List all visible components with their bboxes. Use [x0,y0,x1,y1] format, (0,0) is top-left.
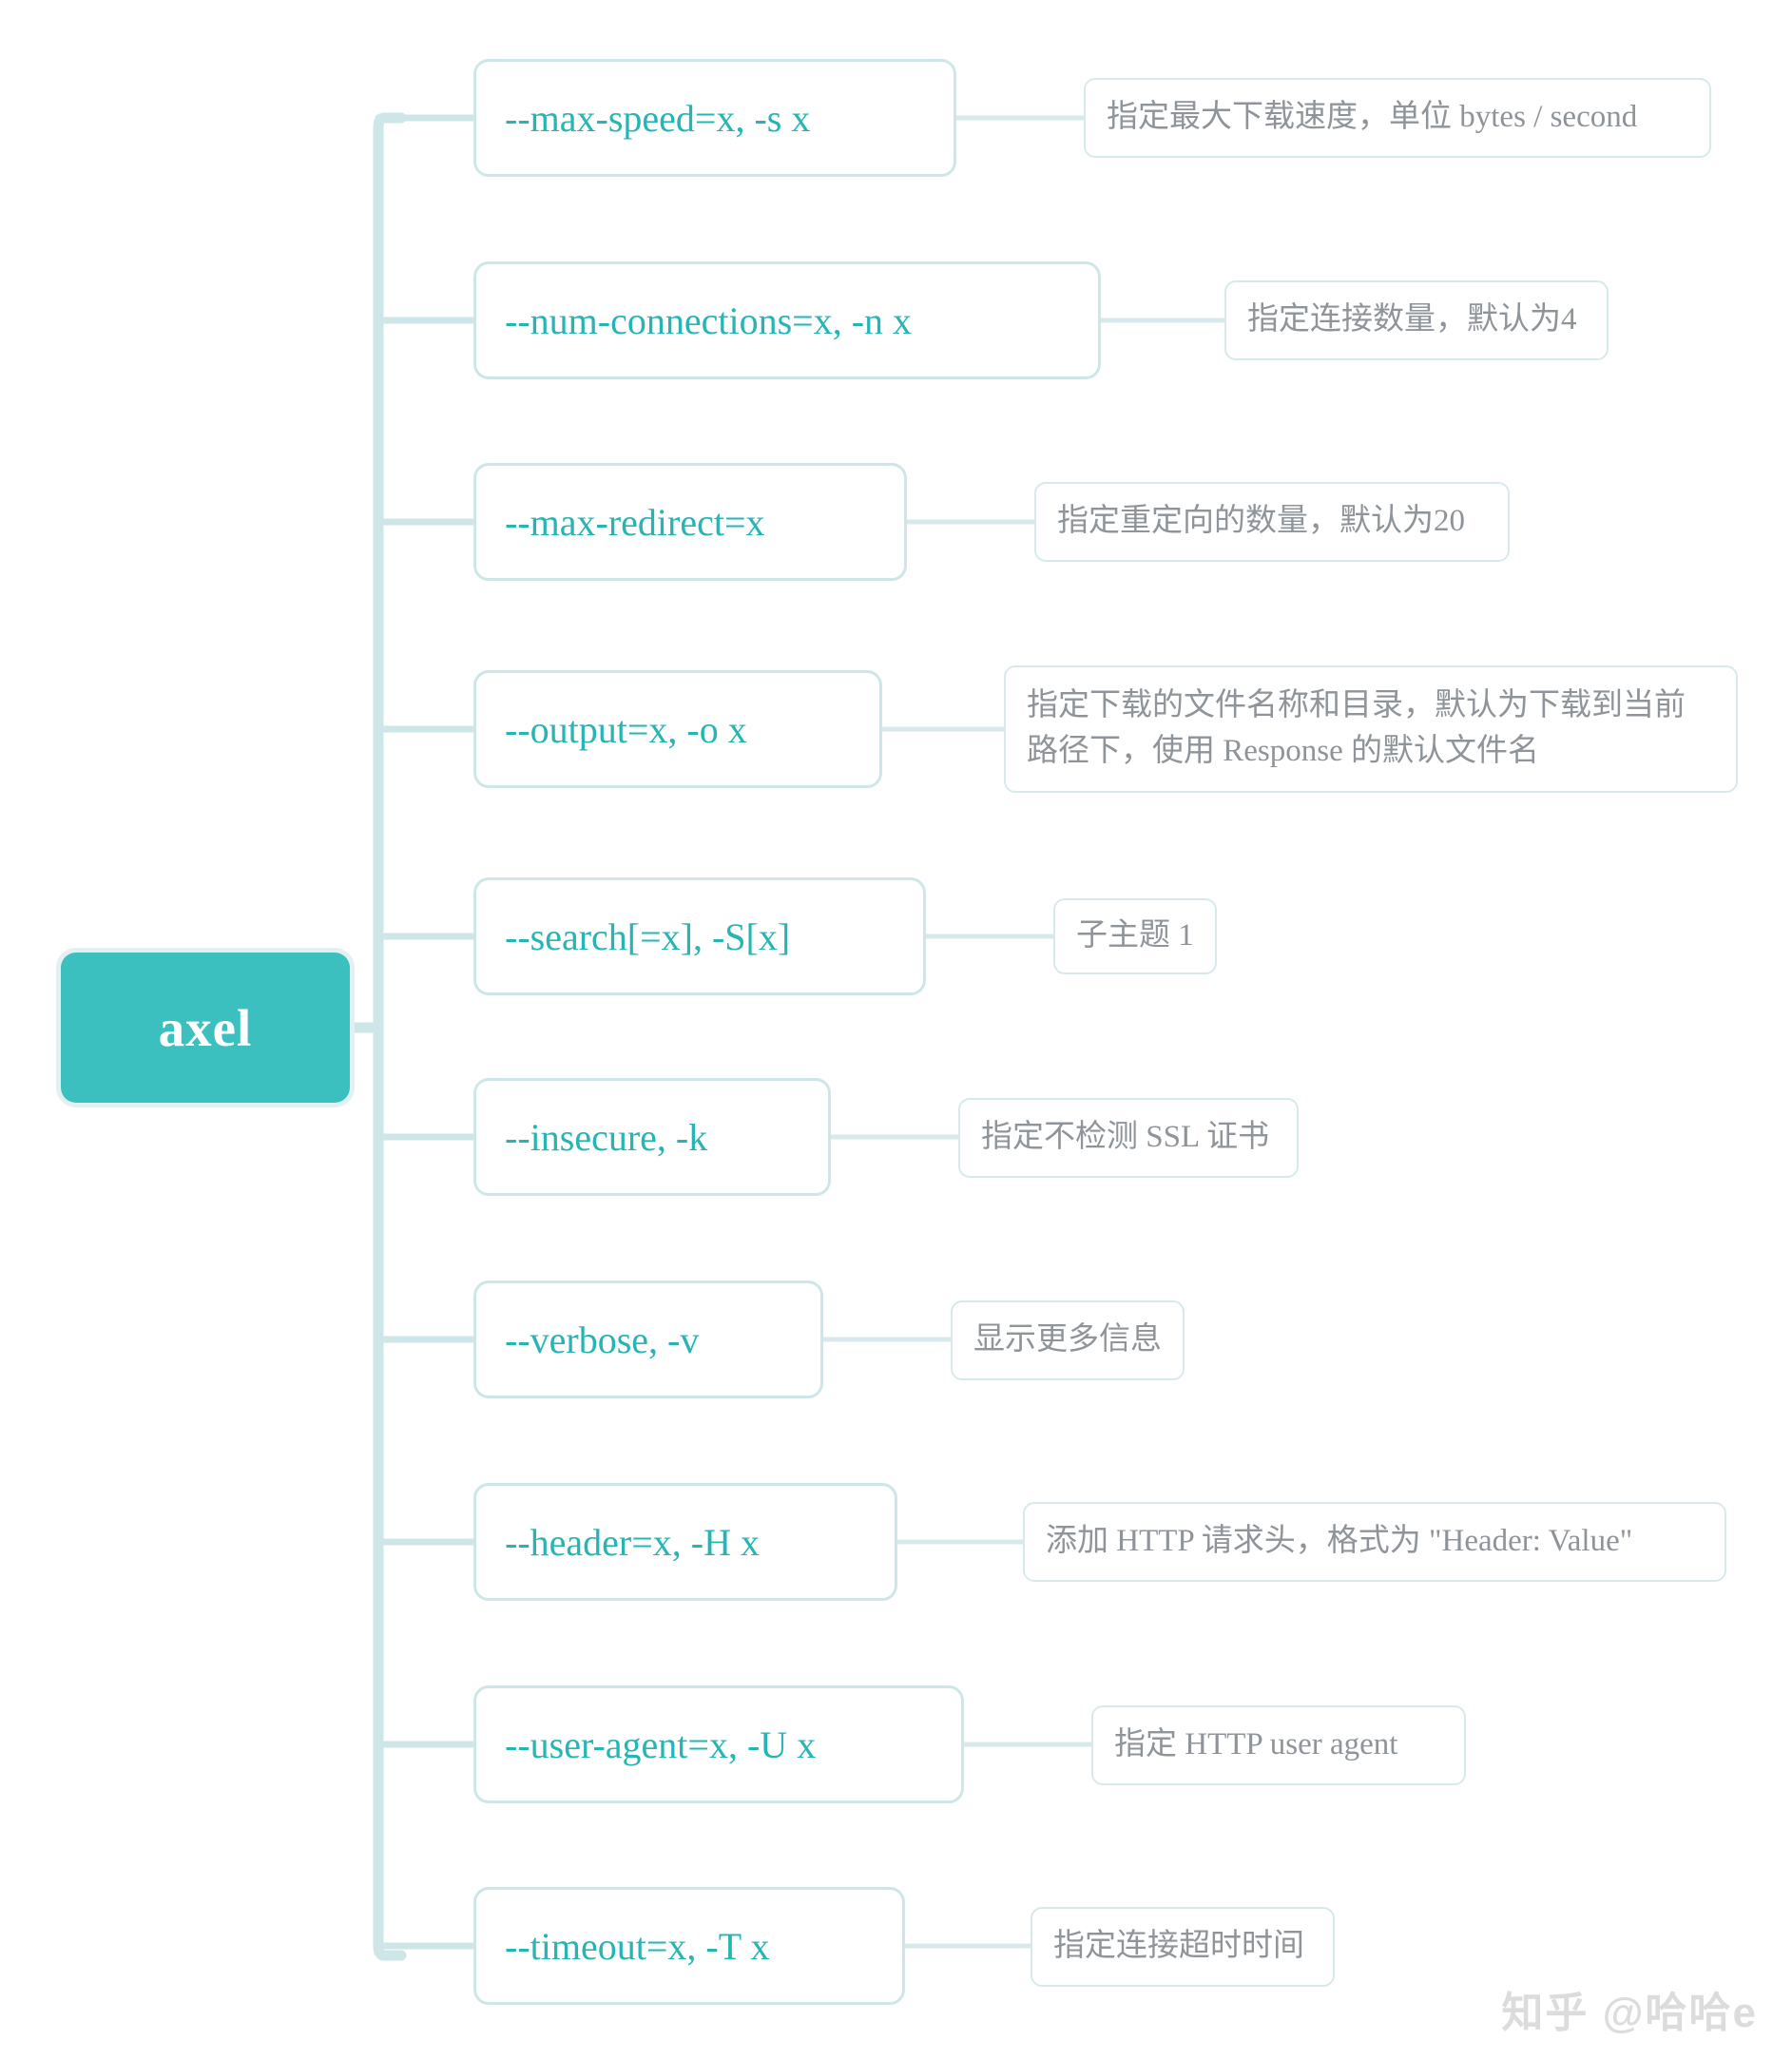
option-node-verbose[interactable]: --verbose, -v [473,1280,823,1398]
option-node-header[interactable]: --header=x, -H x [473,1483,897,1601]
option-node-label: --num-connections=x, -n x [505,298,913,342]
option-node-label: --output=x, -o x [505,707,747,751]
description-node-user-agent[interactable]: 指定 HTTP user agent [1091,1705,1466,1785]
option-node-insecure[interactable]: --insecure, -k [473,1078,831,1196]
option-node-label: --header=x, -H x [505,1520,760,1564]
option-node-timeout[interactable]: --timeout=x, -T x [473,1887,905,2005]
description-node-label: 添加 HTTP 请求头，格式为 "Header: Value" [1046,1524,1633,1559]
description-node-num-connections[interactable]: 指定连接数量，默认为4 [1224,280,1609,360]
description-node-max-redirect[interactable]: 指定重定向的数量，默认为20 [1034,482,1510,562]
description-node-label: 指定 HTTP user agent [1114,1727,1398,1762]
description-node-label: 指定连接超时时间 [1053,1929,1304,1964]
option-node-output[interactable]: --output=x, -o x [473,670,882,788]
description-node-verbose[interactable]: 显示更多信息 [951,1300,1185,1380]
description-node-label: 指定最大下载速度，单位 bytes / second [1107,100,1638,135]
option-node-num-connections[interactable]: --num-connections=x, -n x [473,261,1101,379]
description-node-output[interactable]: 指定下载的文件名称和目录，默认为下载到当前 路径下，使用 Response 的默… [1004,665,1738,793]
description-node-label: 子主题 1 [1076,918,1194,953]
description-node-timeout[interactable]: 指定连接超时时间 [1031,1907,1335,1987]
watermark: 知乎 @哈哈e [1501,1990,1758,2036]
option-node-label: --max-redirect=x [505,500,765,544]
option-node-label: --insecure, -k [505,1115,708,1159]
option-node-label: --user-agent=x, -U x [505,1723,817,1766]
description-node-label: 指定重定向的数量，默认为20 [1057,504,1465,539]
option-node-label: --search[=x], -S[x] [505,914,791,958]
root-node-axel[interactable]: axel [61,953,350,1103]
option-node-max-speed[interactable]: --max-speed=x, -s x [473,59,956,177]
description-node-search[interactable]: 子主题 1 [1053,898,1217,974]
description-node-label: 指定连接数量，默认为4 [1247,302,1577,337]
option-node-label: --max-speed=x, -s x [505,96,811,140]
description-node-label: 指定下载的文件名称和目录，默认为下载到当前 路径下，使用 Response 的默… [1027,688,1686,768]
description-node-label: 指定不检测 SSL 证书 [981,1120,1270,1155]
description-node-max-speed[interactable]: 指定最大下载速度，单位 bytes / second [1084,78,1711,158]
option-node-max-redirect[interactable]: --max-redirect=x [473,463,907,581]
option-node-label: --verbose, -v [505,1318,700,1361]
option-node-user-agent[interactable]: --user-agent=x, -U x [473,1685,964,1803]
option-node-search[interactable]: --search[=x], -S[x] [473,877,926,995]
trunk-line [373,112,407,1961]
root-node-label: axel [158,998,253,1057]
description-node-insecure[interactable]: 指定不检测 SSL 证书 [958,1098,1299,1178]
description-node-header[interactable]: 添加 HTTP 请求头，格式为 "Header: Value" [1023,1502,1726,1582]
option-node-label: --timeout=x, -T x [505,1924,770,1968]
description-node-label: 显示更多信息 [973,1322,1162,1357]
